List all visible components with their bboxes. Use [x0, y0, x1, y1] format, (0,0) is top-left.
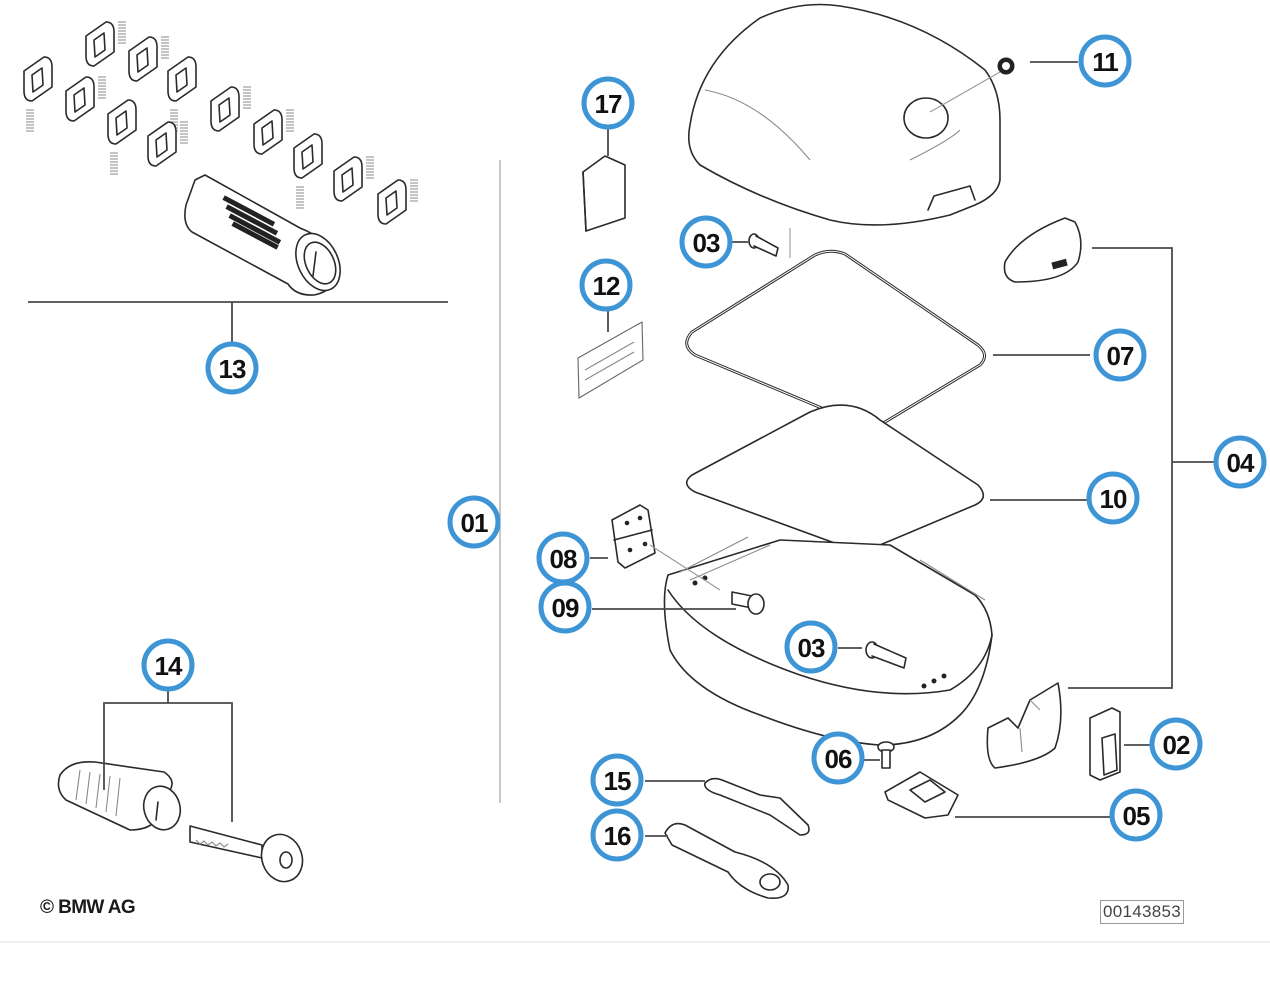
spring — [98, 76, 106, 99]
label-plate-drawing — [577, 321, 644, 399]
callout-12[interactable]: 12 — [579, 258, 633, 312]
callout-01[interactable]: 01 — [447, 495, 501, 549]
svg-text:05: 05 — [1123, 801, 1150, 831]
callout-09[interactable]: 09 — [538, 580, 592, 634]
spring — [161, 36, 169, 59]
spring — [286, 109, 294, 132]
gasket-drawing — [685, 249, 986, 427]
drawing-number: 00143853 — [1100, 900, 1185, 924]
spring — [243, 86, 251, 109]
spring — [118, 21, 126, 44]
lid-screw-drawing — [748, 228, 791, 258]
callout-03-lid[interactable]: 03 — [679, 215, 733, 269]
spring — [410, 179, 418, 202]
svg-text:15: 15 — [604, 766, 631, 796]
lock-tumbler-slot — [136, 47, 149, 73]
lock-tumbler-slot — [155, 132, 168, 158]
topcase-lid-drawing — [687, 3, 1001, 226]
svg-text:09: 09 — [552, 593, 579, 623]
base-screw-drawing — [865, 641, 907, 669]
leader-04-bracket — [1068, 247, 1173, 689]
bolt-drawing — [877, 741, 895, 769]
callout-layer: 13 14 01 17 12 11 03 07 10 04 08 09 03 0… — [141, 34, 1267, 862]
svg-text:16: 16 — [604, 821, 631, 851]
lock-tumbler-slot — [115, 110, 128, 136]
inner-pad-drawing — [685, 404, 985, 550]
lock-and-key-drawing — [57, 760, 304, 883]
svg-text:14: 14 — [155, 651, 183, 681]
svg-text:17: 17 — [595, 89, 622, 119]
lock-tumbler-slot — [175, 67, 188, 93]
latch-bracket-drawing — [884, 771, 959, 819]
svg-text:08: 08 — [550, 544, 577, 574]
callout-03-base[interactable]: 03 — [784, 620, 838, 674]
clip-drawing — [1089, 707, 1121, 781]
svg-text:03: 03 — [798, 633, 825, 663]
owners-booklet-drawing — [582, 155, 626, 232]
svg-text:01: 01 — [461, 508, 488, 538]
svg-text:07: 07 — [1107, 341, 1134, 371]
callout-17[interactable]: 17 — [581, 76, 635, 130]
spring — [180, 121, 188, 144]
lock-cylinder-13 — [184, 174, 341, 296]
svg-text:10: 10 — [1100, 484, 1127, 514]
side-cover-upper-drawing — [1003, 217, 1082, 283]
spring — [296, 186, 304, 209]
callout-02[interactable]: 02 — [1149, 717, 1203, 771]
svg-text:13: 13 — [219, 354, 246, 384]
callout-16[interactable]: 16 — [590, 808, 644, 862]
callout-13[interactable]: 13 — [205, 341, 259, 395]
lock-tumbler-slot — [218, 97, 231, 123]
spring — [110, 152, 118, 175]
lock-tumbler-slot — [301, 144, 314, 170]
hinge-screw-drawing — [731, 591, 765, 615]
side-cover-lower-drawing — [986, 682, 1062, 769]
hinge-drawing — [611, 504, 721, 591]
copyright-notice: © BMW AG — [40, 897, 136, 918]
svg-text:03: 03 — [693, 228, 720, 258]
divider — [0, 941, 1270, 943]
callout-14[interactable]: 14 — [141, 638, 195, 692]
lock-tumbler-slot — [31, 67, 44, 93]
callout-04[interactable]: 04 — [1213, 435, 1267, 489]
lock-tumbler-slot — [341, 167, 354, 193]
grab-cover-drawing — [704, 777, 810, 836]
callout-10[interactable]: 10 — [1086, 471, 1140, 525]
svg-text:11: 11 — [1092, 47, 1118, 77]
svg-text:04: 04 — [1227, 448, 1255, 478]
lock-tumbler-slot — [261, 120, 274, 146]
svg-text:12: 12 — [593, 271, 620, 301]
callout-15[interactable]: 15 — [590, 753, 644, 807]
callout-05[interactable]: 05 — [1109, 788, 1163, 842]
callout-11[interactable]: 11 — [1078, 34, 1132, 88]
callout-08[interactable]: 08 — [536, 531, 590, 585]
callout-06[interactable]: 06 — [811, 731, 865, 785]
svg-text:02: 02 — [1163, 730, 1190, 760]
spring — [366, 156, 374, 179]
lock-tumbler-set-drawing — [23, 21, 418, 296]
svg-text:06: 06 — [825, 744, 852, 774]
lock-tumbler-slot — [93, 32, 106, 58]
callout-07[interactable]: 07 — [1093, 328, 1147, 382]
handle-drawing — [664, 822, 789, 900]
spring — [26, 109, 34, 132]
lock-tumbler-slot — [385, 190, 398, 216]
lock-tumbler-slot — [73, 87, 86, 113]
